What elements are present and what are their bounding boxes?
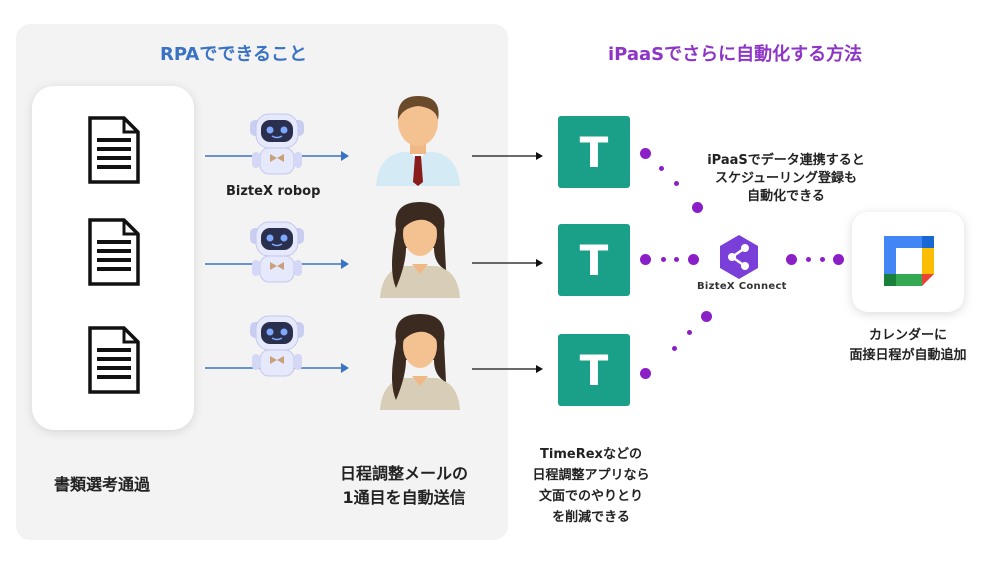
step2-label-line: 日程調整メールの (340, 464, 469, 483)
connector-dot (672, 346, 677, 351)
timerex-note-line: 日程調整アプリなら (532, 468, 650, 483)
timerex-note-line: を削減できる (552, 510, 630, 525)
document-icon (88, 116, 140, 184)
connect-label: BizteX Connect (697, 281, 787, 292)
connector-dot (806, 257, 811, 262)
timerex-logo-icon: T (558, 224, 630, 296)
connector-dot (820, 257, 825, 262)
connector-dot (687, 330, 692, 335)
ipaas-title: iPaaSでさらに自動化する方法 (608, 44, 863, 65)
ipaas-note-line: 自動化できる (747, 189, 825, 204)
robot-label: BizteX robop (226, 184, 321, 199)
connector-dot (640, 148, 651, 159)
connector-dot (659, 166, 664, 171)
timerex-letter: T (579, 127, 609, 177)
connector-dot (833, 254, 844, 265)
flow-arrow (472, 365, 543, 373)
timerex-logo-icon: T (558, 116, 630, 188)
calendar-note: カレンダーに 面接日程が自動追加 (830, 326, 986, 366)
document-icon (88, 218, 140, 286)
connector-dot (674, 257, 679, 262)
connector-dot (640, 368, 651, 379)
ipaas-note-line: iPaaSでデータ連携すると (707, 153, 865, 168)
timerex-note-line: 文面でのやりとり (538, 489, 643, 504)
timerex-note: TimeRexなどの 日程調整アプリなら 文面でのやりとり を削減できる (516, 444, 666, 528)
document-icon (88, 326, 140, 394)
connector-dot (701, 311, 712, 322)
rpa-title: RPAでできること (160, 44, 307, 65)
male-person-icon (376, 96, 460, 186)
connector-dot (674, 181, 679, 186)
connector-dot (640, 254, 651, 265)
calendar-note-line: カレンダーに (868, 328, 947, 343)
robot-icon (250, 221, 304, 283)
flow-arrow (472, 152, 543, 160)
calendar-icon (884, 236, 934, 286)
calendar-note-line: 面接日程が自動追加 (849, 348, 967, 363)
robot-icon (250, 113, 304, 175)
timerex-letter: T (579, 345, 609, 395)
step1-label: 書類選考通過 (54, 475, 151, 494)
step2-label-line: 1通目を自動送信 (342, 488, 466, 507)
connector-dot (692, 202, 703, 213)
timerex-letter: T (579, 235, 609, 285)
female-person-icon (380, 314, 460, 410)
connector-dot (786, 254, 797, 265)
female-person-icon (380, 202, 460, 298)
biztex-connect-icon (720, 235, 758, 279)
robot-icon (250, 315, 304, 377)
flow-arrow (472, 259, 543, 267)
connector-dot (688, 254, 699, 265)
connector-dot (661, 257, 666, 262)
ipaas-note-line: スケジューリング登録も (714, 171, 858, 186)
ipaas-note: iPaaSでデータ連携すると スケジューリング登録も 自動化できる (686, 152, 886, 206)
step2-label: 日程調整メールの 1通目を自動送信 (340, 462, 468, 510)
timerex-note-line: TimeRexなどの (540, 447, 642, 462)
timerex-logo-icon: T (558, 334, 630, 406)
